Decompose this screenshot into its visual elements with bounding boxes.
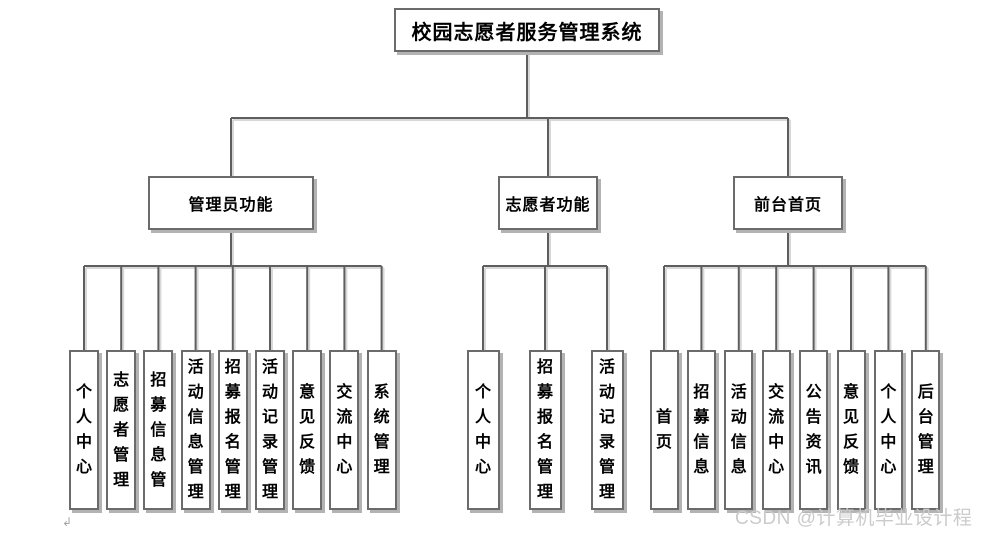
leaf-node: 意见反馈 bbox=[836, 350, 866, 510]
leaf-node: 志愿者管理 bbox=[106, 350, 137, 510]
leaf-label: 招募信息 bbox=[693, 384, 710, 476]
leaf-label: 个人中心 bbox=[880, 384, 897, 476]
leaf-node: 意见反馈 bbox=[292, 350, 323, 510]
leaf-label: 活动记录管理 bbox=[598, 359, 615, 501]
root-node: 校园志愿者服务管理系统 bbox=[394, 8, 660, 52]
leaf-label: 招募报名管理 bbox=[536, 359, 553, 501]
watermark: CSDN @计算机毕业设计程 bbox=[735, 508, 973, 529]
leaf-label: 后台管理 bbox=[917, 384, 934, 476]
leaf-node: 招募报名管理 bbox=[217, 350, 248, 510]
leaf-label: 交流中心 bbox=[768, 384, 785, 476]
leaf-label: 意见反馈 bbox=[299, 384, 316, 476]
leaf-label: 首页 bbox=[655, 409, 672, 451]
leaf-node: 活动记录管理 bbox=[590, 350, 624, 510]
leaf-node: 活动记录管理 bbox=[255, 350, 285, 510]
leaf-node: 招募报名管理 bbox=[528, 350, 562, 510]
leaf-label: 意见反馈 bbox=[842, 384, 859, 476]
leaf-label: 活动记录管理 bbox=[261, 359, 278, 501]
leaf-label: 志愿者管理 bbox=[113, 371, 130, 489]
leaf-node: 活动信息 bbox=[724, 350, 754, 510]
leaf-node: 个人中心 bbox=[873, 350, 903, 510]
branch-label-frontpage: 前台首页 bbox=[753, 197, 822, 214]
leaf-label: 招募报名管理 bbox=[224, 359, 241, 501]
leaf-node: 个人中心 bbox=[69, 350, 99, 510]
leaf-node: 招募信息 bbox=[686, 350, 716, 510]
branch-label-volunteer: 志愿者功能 bbox=[505, 197, 591, 214]
leaf-node: 个人中心 bbox=[466, 350, 500, 510]
leaf-node: 交流中心 bbox=[761, 350, 791, 510]
leaf-node: 首页 bbox=[649, 350, 679, 510]
leaf-label: 个人中心 bbox=[474, 384, 491, 476]
leaf-label: 系统管理 bbox=[373, 384, 390, 476]
leaf-node: 活动信息管理 bbox=[180, 350, 211, 510]
leaf-node: 公告资讯 bbox=[799, 350, 829, 510]
leaf-node: 招募信息管 bbox=[143, 350, 174, 510]
branch-node-volunteer: 志愿者功能 bbox=[498, 176, 598, 230]
leaf-label: 活动信息管理 bbox=[187, 359, 204, 501]
leaf-label: 个人中心 bbox=[75, 384, 92, 476]
leaf-label: 活动信息 bbox=[730, 384, 747, 476]
leaf-label: 招募信息管 bbox=[150, 371, 167, 489]
leaf-label: 交流中心 bbox=[336, 384, 353, 476]
leaf-node: 系统管理 bbox=[366, 350, 397, 510]
leaf-node: 交流中心 bbox=[329, 350, 360, 510]
leaf-node: 后台管理 bbox=[911, 350, 941, 510]
branch-node-admin: 管理员功能 bbox=[148, 176, 314, 230]
leaf-label: 公告资讯 bbox=[805, 384, 822, 476]
branch-node-frontpage: 前台首页 bbox=[733, 176, 843, 230]
paragraph-return-mark: ↲ bbox=[62, 515, 73, 529]
branch-label-admin: 管理员功能 bbox=[188, 197, 274, 214]
root-title: 校园志愿者服务管理系统 bbox=[411, 21, 643, 44]
